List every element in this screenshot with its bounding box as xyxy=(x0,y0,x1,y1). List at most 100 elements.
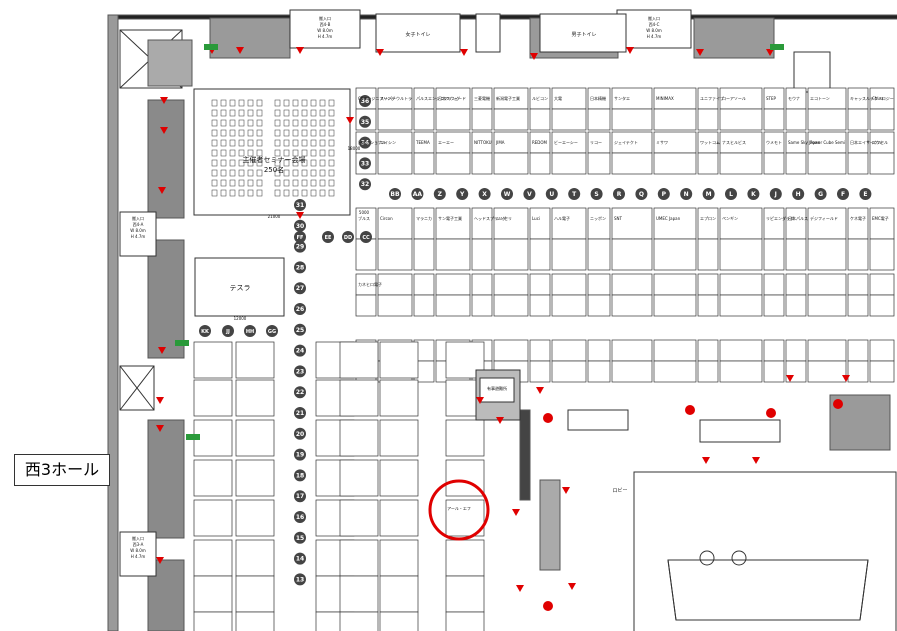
row-number: 28 xyxy=(296,264,304,271)
row-number: 26 xyxy=(296,306,304,313)
booth xyxy=(847,273,869,296)
column-marker-dot xyxy=(590,188,603,200)
entrance-height: H 4.7m xyxy=(647,34,662,39)
fire-equipment-icon xyxy=(562,487,570,494)
seat xyxy=(292,119,299,127)
booth-label: ウメモト xyxy=(766,139,782,145)
sub-marker: JJ xyxy=(222,325,234,337)
seat xyxy=(328,169,335,177)
booth xyxy=(471,207,493,240)
booth xyxy=(377,294,413,317)
booth-label: ナスヒルビス xyxy=(722,139,746,145)
booth xyxy=(379,419,419,457)
booth-label: ビーエーシー xyxy=(554,139,578,145)
sub-marker-dot xyxy=(199,325,211,337)
seat xyxy=(238,149,245,157)
column-letter: X xyxy=(482,191,487,198)
seat xyxy=(301,189,308,197)
row-number: 21 xyxy=(296,410,304,417)
seat xyxy=(292,159,299,167)
sub-marker-dot xyxy=(222,325,234,337)
column-marker-dot xyxy=(792,188,805,200)
booth xyxy=(471,152,493,175)
fire-equipment-icon xyxy=(160,97,168,104)
seat xyxy=(301,119,308,127)
fire-equipment-icon xyxy=(512,509,520,516)
booth xyxy=(355,238,377,271)
booth xyxy=(471,108,493,131)
seat xyxy=(211,99,218,107)
booth-label: 新潟電子工業 xyxy=(496,95,520,101)
row-marker-dot xyxy=(294,386,306,399)
toilet-blocks xyxy=(375,13,831,93)
booth xyxy=(193,539,233,577)
booth xyxy=(379,611,419,631)
booth xyxy=(529,360,551,383)
seat xyxy=(310,149,317,157)
booth xyxy=(379,379,419,417)
fire-equipment-icon xyxy=(702,457,710,464)
booth xyxy=(653,294,697,317)
booth xyxy=(653,207,697,240)
seat xyxy=(328,189,335,197)
booth xyxy=(653,152,697,175)
row-marker-dot xyxy=(294,261,306,274)
booth xyxy=(379,539,419,577)
row-marker-dot xyxy=(359,95,371,107)
column-letter: BB xyxy=(390,191,400,198)
booth xyxy=(435,108,471,131)
column-marker: Z xyxy=(433,188,446,200)
row-marker-dot xyxy=(294,552,306,565)
column-marker: W xyxy=(501,188,513,200)
fire-equipment-icon xyxy=(516,585,524,592)
booth xyxy=(697,207,719,240)
booth xyxy=(847,238,869,271)
column-marker: T xyxy=(568,188,581,200)
row-marker-dot xyxy=(294,490,306,503)
row-marker: 14 xyxy=(294,552,306,565)
booth xyxy=(445,575,485,613)
row-marker-dot xyxy=(294,573,306,586)
booth xyxy=(471,294,493,317)
row-number: 19 xyxy=(296,452,304,459)
seat xyxy=(220,119,227,127)
booth-label: 日本ナショナル xyxy=(358,139,386,145)
row-marker-dot xyxy=(359,136,371,149)
booth xyxy=(235,575,275,613)
booth xyxy=(193,499,233,537)
column-marker: P xyxy=(657,188,670,200)
row-number: 20 xyxy=(296,431,304,438)
booth xyxy=(785,238,807,271)
column-letter: R xyxy=(617,191,622,198)
booth-label: ユニファイブ xyxy=(700,95,724,101)
seat xyxy=(247,119,254,127)
booth xyxy=(587,207,611,240)
seat xyxy=(256,99,263,107)
sub-marker: KK xyxy=(199,325,211,337)
booth xyxy=(611,294,653,317)
column-marker: R xyxy=(613,188,625,200)
seat xyxy=(238,159,245,167)
booth xyxy=(339,611,379,631)
booth xyxy=(339,419,379,457)
seat xyxy=(328,109,335,117)
booth-label: サンタエ xyxy=(614,95,630,101)
booth xyxy=(869,360,895,383)
booth xyxy=(587,339,611,362)
column-marker: K xyxy=(747,188,760,200)
booth xyxy=(413,238,435,271)
seat xyxy=(229,169,236,177)
column-letter: L xyxy=(729,191,733,198)
booth xyxy=(235,379,275,417)
seat xyxy=(229,109,236,117)
column-marker-dot xyxy=(657,188,670,200)
seat xyxy=(319,159,326,167)
row-marker: 34 xyxy=(359,136,371,149)
row-marker: 33 xyxy=(359,157,371,170)
column-marker: M xyxy=(702,188,715,200)
booth xyxy=(493,339,529,362)
booth-label: 日本スウェード xyxy=(438,95,466,101)
seat xyxy=(310,119,317,127)
column-marker-dot xyxy=(859,188,872,200)
seat xyxy=(319,99,326,107)
